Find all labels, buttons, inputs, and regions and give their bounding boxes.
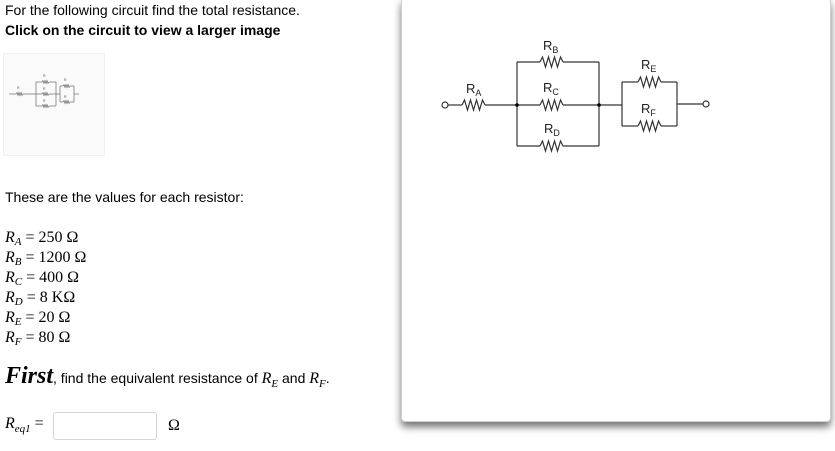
question-prompt: For the following circuit find the total…: [5, 2, 300, 18]
resistor-value: = 8 KΩ: [26, 289, 76, 306]
resistor-value-row: RA = 250 Ω: [5, 228, 86, 248]
resistor-value-row: RB = 1200 Ω: [5, 248, 86, 268]
svg-text:R: R: [17, 86, 20, 90]
circuit-enlarged-popup: RA RB RC RD RE RF: [401, 0, 831, 422]
values-intro: These are the values for each resistor:: [5, 189, 244, 205]
circuit-diagram: RA RB RC RD RE RF: [441, 38, 710, 154]
resistor-value: = 250 Ω: [25, 229, 79, 246]
circuit-thumbnail-icon: R R R R R R: [9, 74, 79, 109]
svg-text:R: R: [43, 99, 46, 103]
resistor-value-row: RD = 8 KΩ: [5, 288, 86, 308]
answer-label: Req1 =: [5, 415, 44, 436]
label-rb: RB: [543, 38, 558, 55]
label-rf: RF: [641, 101, 656, 118]
resistor-subscript: E: [14, 316, 22, 328]
resistor-subscript: F: [14, 336, 22, 348]
resistor-subscript: C: [14, 276, 23, 288]
step-instruction: First, find the equivalent resistance of…: [5, 363, 330, 390]
resistor-value-row: RF = 80 Ω: [5, 328, 86, 348]
label-rd: RD: [544, 121, 560, 138]
step-end: .: [325, 370, 330, 386]
resistor-symbol: R: [5, 269, 15, 286]
svg-text:R: R: [43, 87, 46, 91]
resistor-value: = 80 Ω: [25, 329, 71, 346]
label-ra: RA: [466, 81, 481, 98]
resistor-symbol: R: [5, 289, 15, 306]
resistor-value-row: RC = 400 Ω: [5, 268, 86, 288]
answer-unit: Ω: [168, 417, 180, 434]
step-text: , find the equivalent resistance of: [53, 370, 262, 386]
svg-text:R: R: [43, 74, 46, 78]
resistor-subscript: B: [14, 256, 22, 268]
resistor-value: = 20 Ω: [25, 309, 71, 326]
step-emphasis: First: [5, 363, 54, 389]
svg-text:R: R: [64, 95, 67, 99]
resistor-symbol: R: [5, 249, 15, 266]
step-conjunction: and: [278, 370, 310, 386]
step-resistor-2: RF: [309, 370, 326, 391]
svg-text:R: R: [64, 78, 67, 82]
resistor-symbol: R: [5, 329, 15, 346]
resistor-value-row: RE = 20 Ω: [5, 308, 86, 328]
resistor-value: = 1200 Ω: [25, 249, 87, 266]
answer-row: Req1 = Ω: [5, 412, 205, 442]
circuit-thumbnail[interactable]: R R R R R R: [3, 53, 105, 156]
resistor-subscript: A: [14, 236, 22, 248]
resistor-value: = 400 Ω: [26, 269, 80, 286]
label-rc: RC: [543, 80, 559, 97]
step-resistor-1: RE: [261, 370, 279, 391]
req1-answer-input[interactable]: [53, 412, 157, 440]
resistor-values-list: RA = 250 Ω RB = 1200 Ω RC = 400 Ω RD = 8…: [5, 228, 86, 348]
resistor-symbol: R: [5, 229, 15, 246]
label-re: RE: [641, 57, 656, 74]
resistor-subscript: D: [14, 296, 23, 308]
resistor-symbol: R: [5, 309, 15, 326]
click-instruction: Click on the circuit to view a larger im…: [5, 22, 281, 38]
